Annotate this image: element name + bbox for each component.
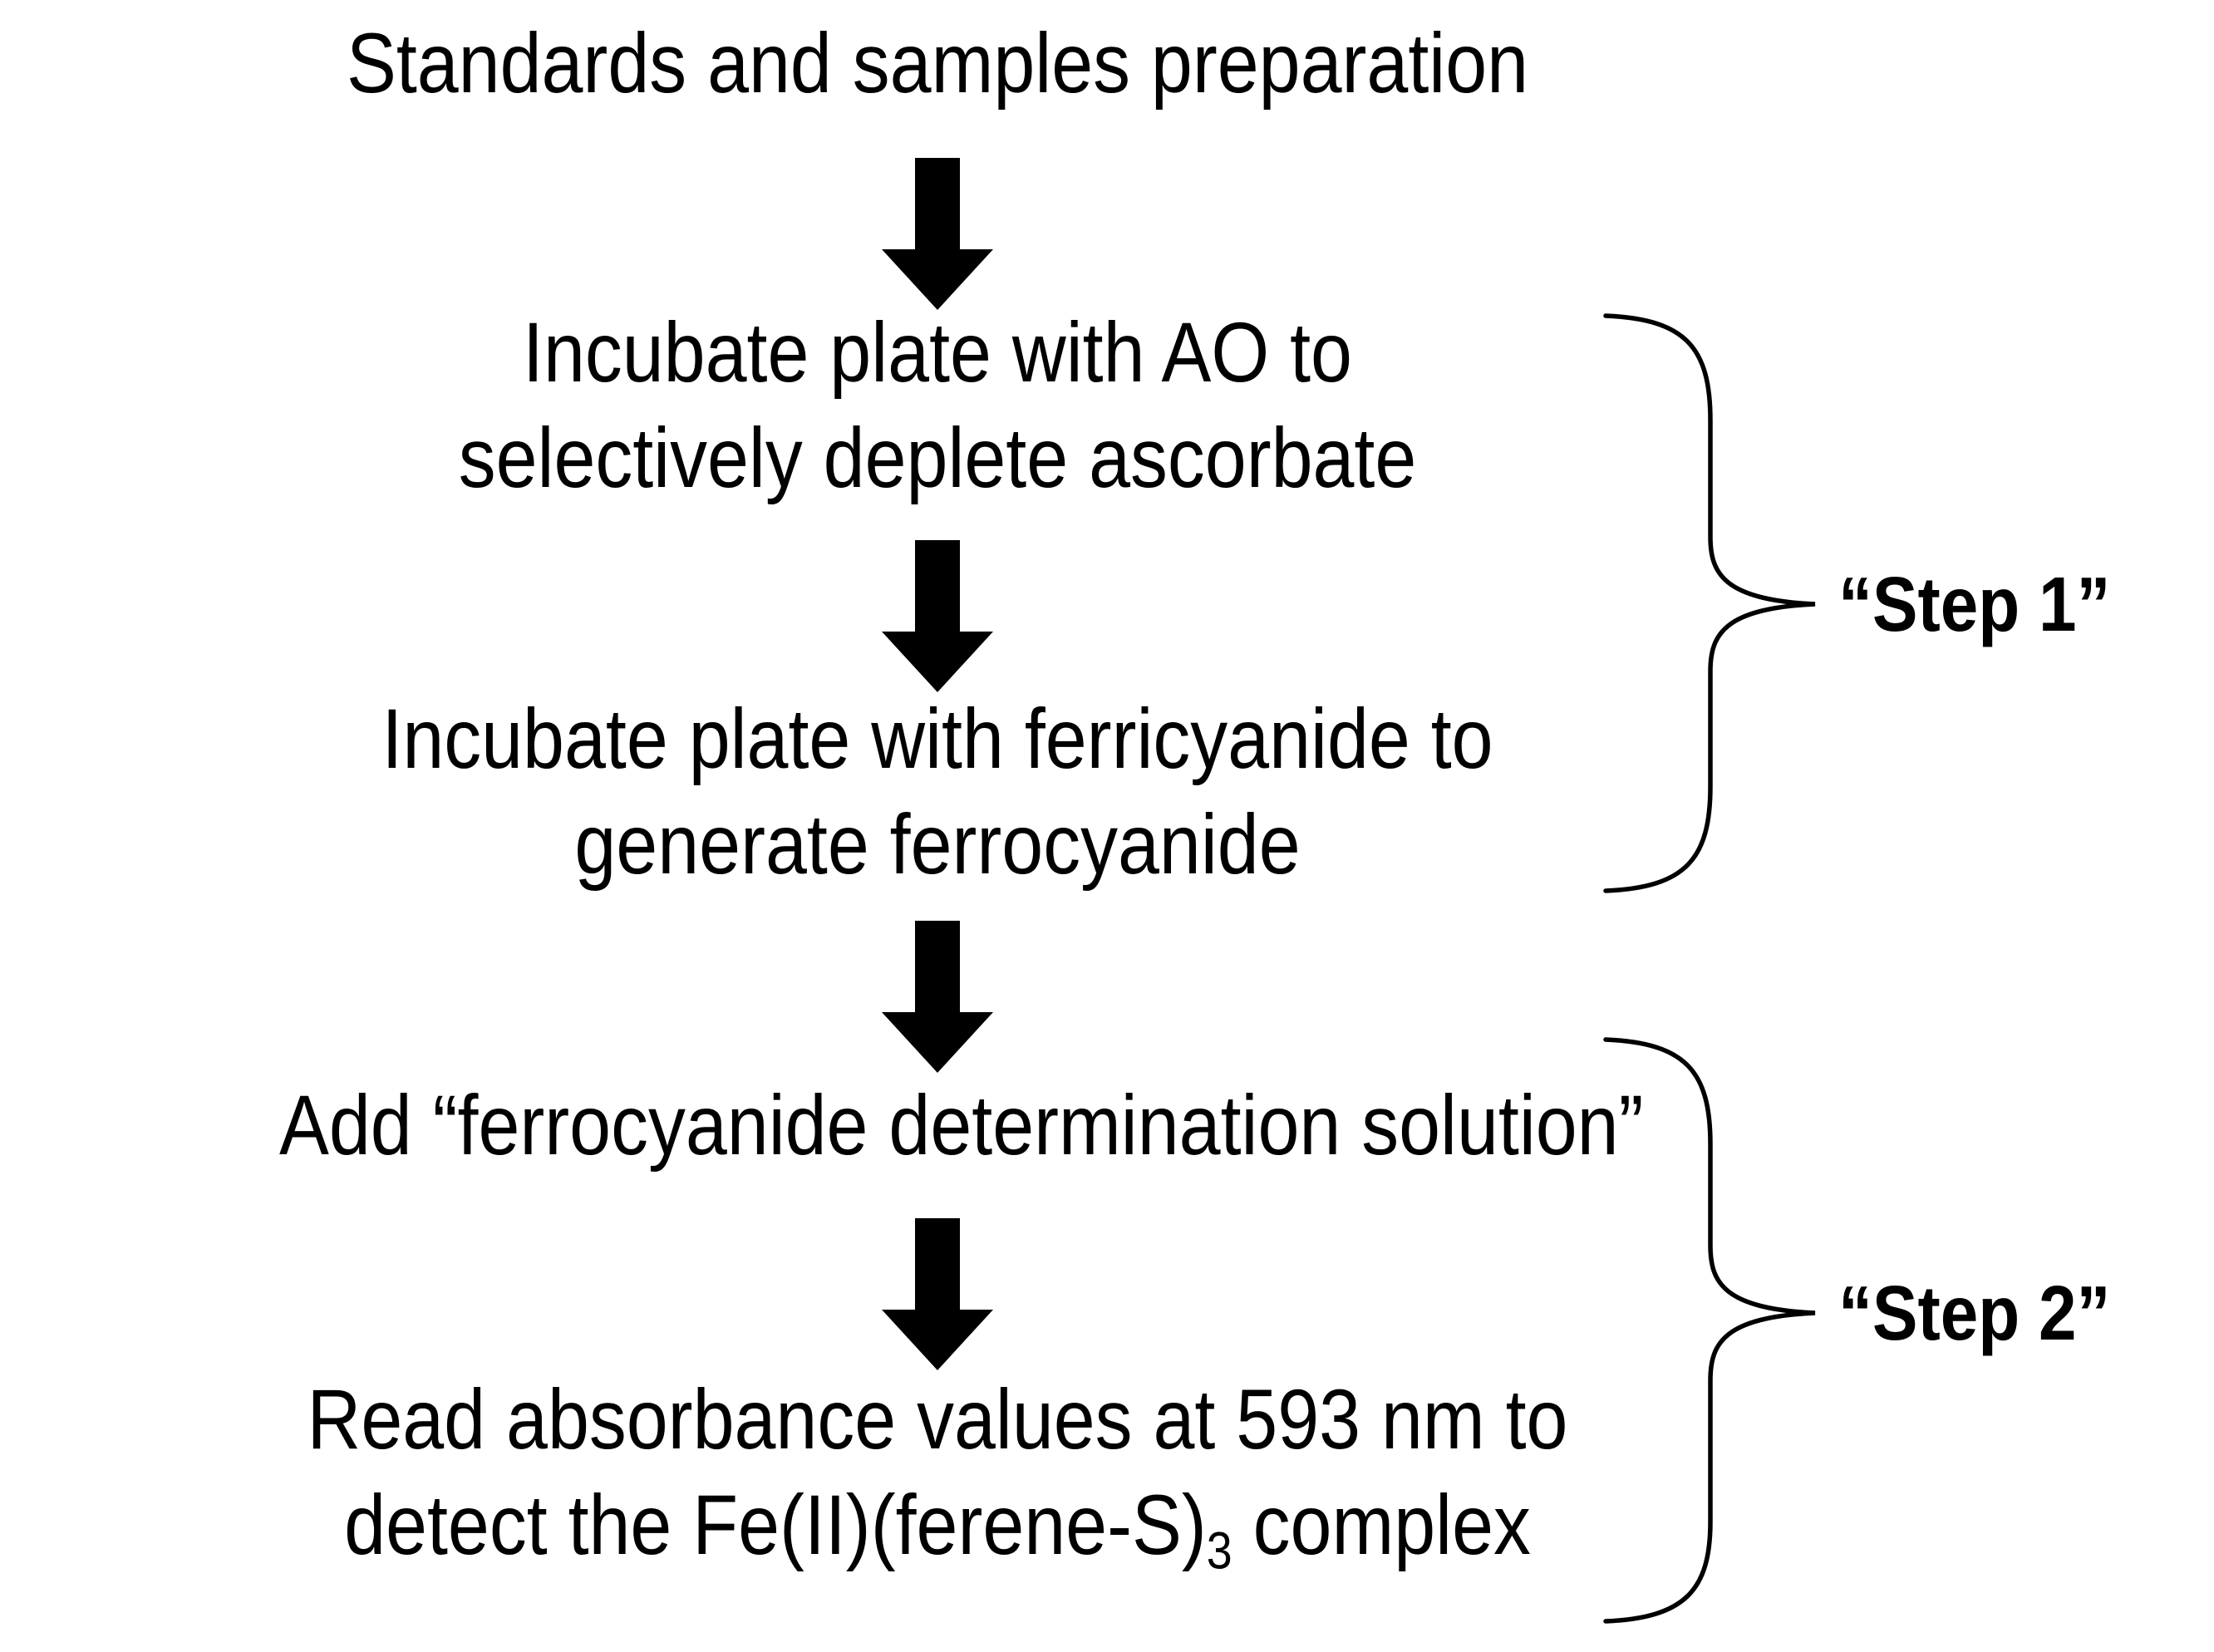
arrow-head [882,1012,993,1073]
flow-node-read-absorbance: Read absorbance values at 593 nm to dete… [279,1367,1596,1605]
arrow-stem [915,1218,960,1310]
curly-brace-step-2 [1602,1035,1820,1626]
down-arrow-icon [854,540,1021,692]
node-line: selectively deplete ascorbate [458,411,1417,505]
down-arrow-icon [854,158,1021,310]
node-line: generate ferrocyanide [574,797,1301,892]
subscript-3: 3 [1206,1522,1232,1581]
node-line: Read absorbance values at 593 nm to [307,1372,1568,1467]
arrow-stem [915,921,960,1012]
down-arrow-icon [854,1218,1021,1370]
node-line-text: detect the Fe(II)(ferene-S) [344,1477,1207,1572]
step-1-label: “Step 1” [1838,561,2111,647]
step-2-label: “Step 2” [1838,1270,2111,1356]
node-line: Add “ferrocyanide determination solution… [279,1078,1644,1173]
arrow-head [882,249,993,310]
node-line: detect the Fe(II)(ferene-S)3 complex [279,1473,1596,1605]
flow-node-incubate-ferricyanide: Incubate plate with ferricyanide to gene… [279,686,1596,897]
arrow-stem [915,158,960,249]
node-line: Incubate plate with ferricyanide to [381,691,1493,786]
node-line: Incubate plate with AO to [523,305,1352,400]
flow-node-add-determination-solution: Add “ferrocyanide determination solution… [279,1073,1644,1178]
flow-node-incubate-ao: Incubate plate with AO to selectively de… [279,300,1596,511]
arrow-head [882,1310,993,1370]
down-arrow-icon [854,921,1021,1073]
node-line-text: complex [1232,1477,1531,1572]
arrow-head [882,632,993,692]
flow-node-standards-prep: Standards and samples preparation [279,11,1596,116]
node-line: Standards and samples preparation [346,16,1529,111]
arrow-stem [915,540,960,632]
curly-brace-step-1 [1602,311,1820,896]
